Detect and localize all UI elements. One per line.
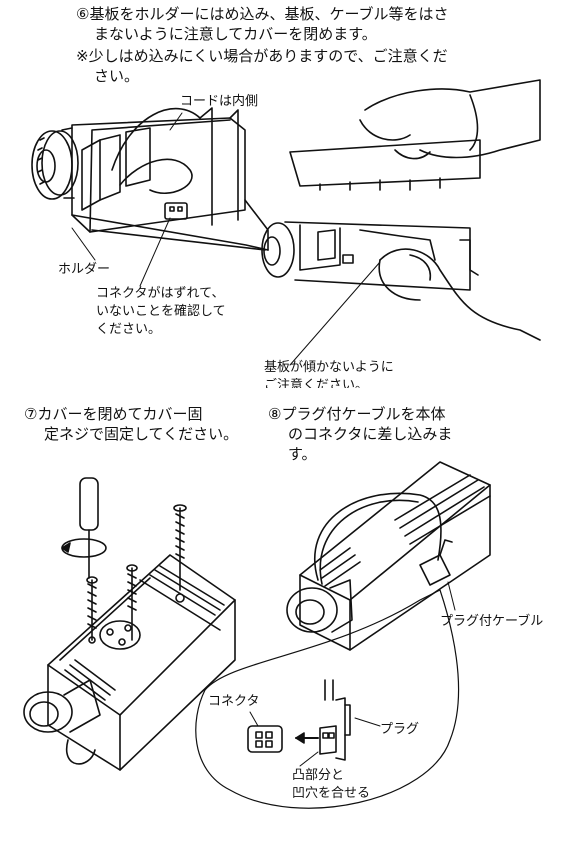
label-connector-check-2: いないことを確認して [96,304,226,319]
step8-instruction-line1: ⑧プラグ付ケーブルを本体 [268,405,446,423]
label-plug: プラグ [380,722,420,737]
step7-instruction-line2: 定ネジで固定してください。 [44,425,239,443]
step6-instruction-line2: まないように注意してカバーを閉めます。 [94,25,377,43]
closing-cover-illustration [261,79,541,366]
label-plug-cable: プラグ付ケーブル [440,614,544,629]
step8-instruction-line3: す。 [288,445,317,463]
label-cord-inside: コードは内側 [180,94,259,109]
label-board-tilt-2: ご注意ください。 [264,378,369,388]
label-connector: コネクタ [208,694,260,709]
step6-note-line1: ※少しはめ込みにくい場合がありますので、ご注意くだ [76,47,448,65]
label-board-tilt-1: 基板が傾かないように [264,360,394,375]
label-connector-check-1: コネクタがはずれて、 [96,286,225,301]
label-align-1: 凸部分と [292,768,345,783]
step6-note-line2: さい。 [94,67,140,85]
cable-connection-illustration [195,461,491,809]
label-holder: ホルダー [58,262,111,277]
label-connector-check-3: ください。 [96,322,162,337]
cover-screw-illustration [23,477,236,771]
label-align-2: 凹穴を合せる [292,786,371,801]
step7-instruction-line1: ⑦カバーを閉めてカバー固 [24,405,203,423]
step8-instruction-line2: のコネクタに差し込みま [288,425,453,443]
holder-camera-illustration [31,107,269,287]
step6-instruction-line1: ⑥基板をホルダーにはめ込み、基板、ケーブル等をはさ [76,5,449,23]
